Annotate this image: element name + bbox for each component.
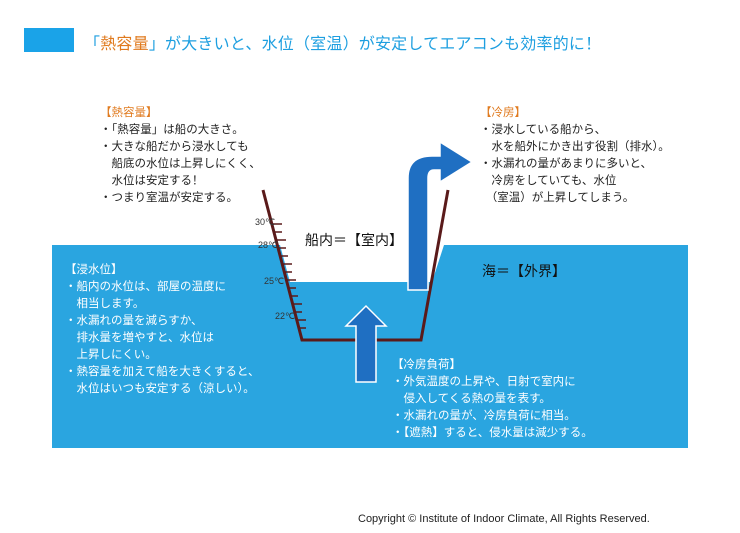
title-suffix: 」が大きいと、水位（室温）が安定してエアコンも効率的に！ (148, 34, 602, 53)
note-line: ・浸水している船から、 (480, 122, 607, 136)
note-line: ・船内の水位は、部屋の温度に (65, 279, 226, 293)
note-heading: 【冷房負荷】 (392, 357, 461, 371)
note-line: （室温）が上昇してしまう。 (480, 190, 635, 204)
note-line: ・外気温度の上昇や、日射で室内に (392, 374, 576, 388)
note-line: 水位は安定する！ (100, 173, 204, 187)
note-water-level: 【浸水位】 ・船内の水位は、部屋の温度に 相当します。 ・水漏れの量を減らすか、… (65, 261, 259, 397)
note-heat-capacity: 【熱容量】 ・「熱容量」は船の大きさ。 ・大きな船だから浸水しても 船底の水位は… (100, 104, 261, 206)
inner-water-gap (280, 245, 444, 282)
header-accent-block (24, 28, 74, 52)
temp-label-28: 28℃ (258, 240, 279, 250)
note-line: ・「熱容量」は船の大きさ。 (100, 122, 244, 136)
outside-label: 海＝【外界】 (482, 264, 566, 280)
note-heading: 【浸水位】 (65, 262, 123, 276)
temp-label-25: 25℃ (264, 276, 285, 286)
note-line: ・大きな船だから浸水しても (100, 139, 249, 153)
page-title: 「熱容量」が大きいと、水位（室温）が安定してエアコンも効率的に！ (84, 30, 601, 54)
note-line: 水を船外にかき出す役割（排水）。 (480, 139, 670, 153)
temp-label-30: 30℃ (255, 217, 276, 227)
temperature-scale (272, 223, 306, 329)
note-line: 侵入してくる熱の量を表す。 (392, 391, 551, 405)
title-emphasis: 熱容量 (100, 34, 149, 53)
note-line: 船底の水位は上昇しにくく、 (100, 156, 261, 170)
cooling-arrow (407, 140, 474, 291)
note-cooling: 【冷房】 ・浸水している船から、 水を船外にかき出す役割（排水）。 ・水漏れの量… (480, 104, 670, 206)
temp-label-22: 22℃ (275, 311, 296, 321)
note-heading: 【冷房】 (480, 105, 526, 119)
note-heading: 【熱容量】 (100, 105, 158, 119)
note-cooling-load: 【冷房負荷】 ・外気温度の上昇や、日射で室内に 侵入してくる熱の量を表す。 ・水… (392, 356, 593, 441)
copyright: Copyright © Institute of Indoor Climate,… (358, 513, 650, 525)
note-line: 上昇しにくい。 (65, 347, 157, 361)
note-line: 水位はいつも安定する（涼しい）。 (65, 381, 255, 395)
note-line: 冷房をしていても、水位 (480, 173, 617, 187)
note-line: ・【遮熱】すると、侵水量は減少する。 (392, 425, 593, 439)
heat-load-arrow (344, 304, 388, 383)
inside-label: 船内＝【室内】 (305, 233, 403, 249)
note-line: ・熱容量を加えて船を大きくすると、 (65, 364, 260, 378)
title-prefix: 「 (84, 34, 101, 53)
note-line: 相当します。 (65, 296, 145, 310)
note-line: ・つまり室温が安定する。 (100, 190, 238, 204)
note-line: ・水漏れの量が、冷房負荷に相当。 (392, 408, 576, 422)
note-line: ・水漏れの量を減らすか、 (65, 313, 203, 327)
note-line: ・水漏れの量があまりに多いと、 (480, 156, 653, 170)
note-line: 排水量を増やすと、水位は (65, 330, 215, 344)
